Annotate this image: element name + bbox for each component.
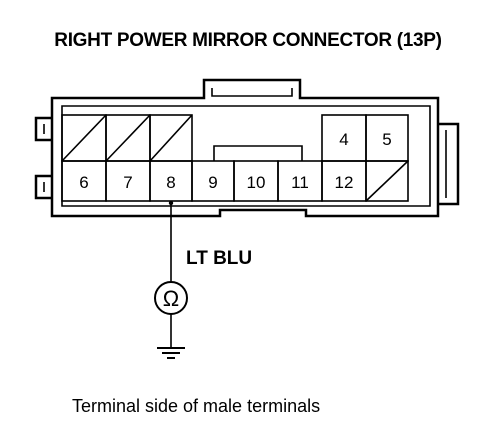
diagram-caption: Terminal side of male terminals	[72, 396, 320, 416]
cavity-hatch	[61, 114, 107, 162]
wire-color-label: LT BLU	[186, 248, 252, 269]
blank-cavity	[365, 160, 409, 202]
ohm-symbol: Ω	[163, 286, 179, 311]
terminal-label: 9	[208, 173, 217, 192]
probe-point	[168, 200, 174, 206]
terminal-label: 10	[247, 173, 266, 192]
terminal-label: 4	[339, 130, 348, 149]
cavity-hatch	[365, 160, 409, 202]
terminal-label: 11	[291, 173, 309, 192]
probe-wire	[168, 200, 174, 282]
polarizing-key	[213, 145, 303, 161]
terminal-label: 7	[123, 173, 132, 192]
terminal-label: 5	[382, 130, 391, 149]
terminal-label: 6	[79, 173, 88, 192]
terminal-label: 8	[166, 173, 175, 192]
cavity-hatch	[105, 114, 151, 162]
ground-icon	[157, 314, 185, 359]
diagram-title: RIGHT POWER MIRROR CONNECTOR (13P)	[54, 30, 441, 51]
terminal-label: 12	[335, 173, 354, 192]
connector-top-row: 4 5	[61, 114, 409, 162]
cavity-hatch	[149, 114, 193, 162]
ohmmeter-icon: Ω	[154, 281, 188, 315]
connector-housing	[34, 78, 460, 218]
connector-bottom-row: 6 7 8 9 10 11 12	[61, 160, 409, 202]
